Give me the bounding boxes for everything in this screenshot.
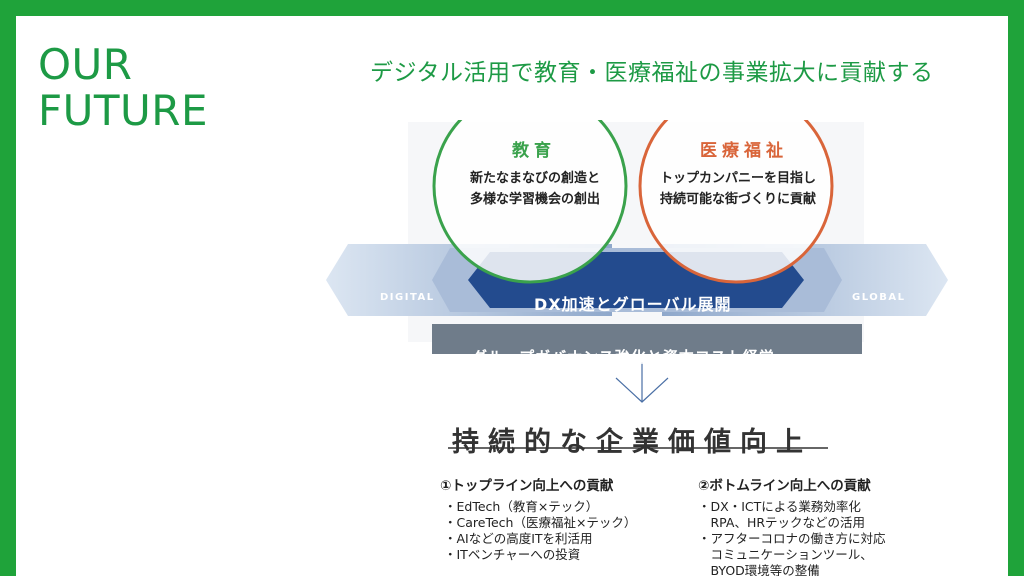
topline-item: ・EdTech（教育×テック） [444, 499, 599, 514]
education-description: 新たなまなびの創造と 多様な学習機会の創出 [460, 168, 610, 210]
education-line-1: 新たなまなびの創造と [469, 171, 600, 186]
section-heading: OUR FUTURE [38, 42, 208, 134]
bottomline-header: ②ボトムライン向上への貢献 [698, 478, 871, 494]
medical-line-1: トップカンパニーを目指し [659, 171, 816, 186]
medical-circle [638, 120, 834, 284]
down-arrow-icon [615, 377, 669, 403]
dx-band-label: DX加速とグローバル展開 [534, 295, 732, 314]
governance-box [432, 324, 862, 354]
strategy-diagram: 教育 新たなまなびの創造と 多様な学習機会の創出 医療福祉 トップカンパニーを目… [312, 120, 962, 576]
topline-header: ①トップライン向上への貢献 [440, 478, 614, 494]
medical-description: トップカンパニーを目指し 持続可能な街づくりに貢献 [652, 168, 824, 210]
medical-line-2: 持続可能な街づくりに貢献 [659, 192, 816, 207]
bottomline-item: BYOD環境等の整備 [698, 563, 820, 576]
education-circle [432, 120, 628, 284]
topline-column: ①トップライン向上への貢献 ・EdTech（教育×テック） ・CareTech（… [440, 474, 636, 563]
heading-line-2: FUTURE [38, 86, 209, 135]
education-line-2: 多様な学習機会の創出 [469, 192, 600, 207]
topline-item: ・ITベンチャーへの投資 [444, 547, 581, 562]
medical-title: 医療福祉 [700, 141, 788, 161]
bottomline-item: ・DX・ICTによる業務効率化 [698, 499, 861, 514]
bottomline-column: ②ボトムライン向上への貢献 ・DX・ICTによる業務効率化 RPA、HRテックな… [698, 474, 886, 576]
main-title: 持続的な企業価値向上 [452, 427, 812, 458]
bottomline-item: コミュニケーションツール、 [698, 547, 873, 562]
bottomline-item: RPA、HRテックなどの活用 [698, 515, 866, 530]
heading-line-1: OUR [38, 40, 133, 89]
slide: OUR FUTURE デジタル活用で教育・医療福祉の事業拡大に貢献する [16, 16, 1008, 576]
global-label: GLOBAL [852, 292, 906, 303]
topline-item: ・CareTech（医療福祉×テック） [444, 515, 637, 530]
governance-label: グループガバナンス強化と資本コスト経営 [472, 348, 775, 366]
slide-subtitle: デジタル活用で教育・医療福祉の事業拡大に貢献する [370, 60, 934, 86]
education-title: 教育 [512, 141, 556, 161]
diagram-graphics [326, 120, 948, 449]
bottomline-item: ・アフターコロナの働き方に対応 [698, 531, 886, 546]
digital-label: DIGITAL [380, 292, 435, 303]
topline-item: ・AIなどの高度ITを利活用 [444, 531, 593, 546]
